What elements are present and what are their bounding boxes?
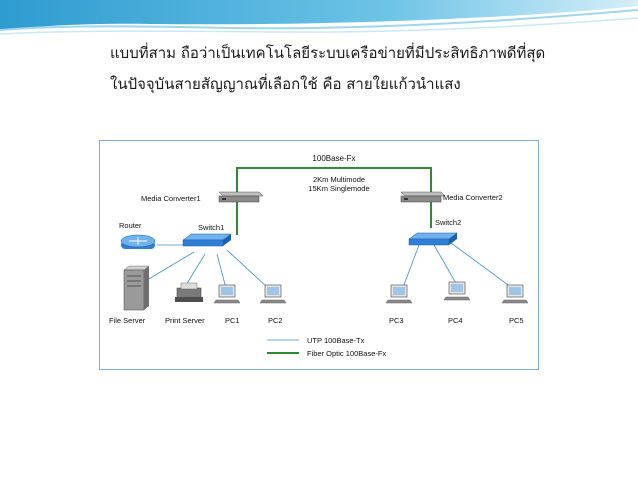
server-icon <box>123 265 150 311</box>
fiber-backbone-line <box>236 167 432 193</box>
router-label: Router <box>119 221 142 230</box>
utp-links-switch2 <box>401 239 516 291</box>
wave-shape <box>0 0 638 30</box>
pc1-label: PC1 <box>225 316 240 325</box>
slide-line-2: ในปัจจุบันสายสัญญาณที่เลือกใช้ คือ สายใย… <box>110 75 461 93</box>
print-server-label: Print Server <box>165 316 205 325</box>
switch-icon <box>182 233 232 247</box>
pc-icon <box>259 284 287 304</box>
media-converter-icon <box>400 191 446 203</box>
slide-line-1: แบบที่สาม ถือว่าเป็นเทคโนโลยีระบบเครือข่… <box>110 44 546 62</box>
diagram-frame <box>99 140 539 370</box>
pc-icon <box>501 284 529 304</box>
pc-icon <box>213 284 241 304</box>
network-diagram: 100Base-Fx 2Km Multimode 15Km Singlemode… <box>99 140 539 370</box>
pc-icon <box>385 284 413 304</box>
printer-icon <box>175 282 203 302</box>
wave-line-2 <box>0 17 638 35</box>
file-server-label: File Server <box>109 316 146 325</box>
header-wave-decoration <box>0 0 638 35</box>
backbone-label: 100Base-Fx <box>312 154 355 163</box>
singlemode-label: 15Km Singlemode <box>308 184 369 193</box>
switch-icon <box>408 232 458 246</box>
legend-utp-label: UTP 100Base-Tx <box>307 336 365 345</box>
switch-1-label: Switch1 <box>198 223 224 232</box>
media-converter-2-label: Media Converter2 <box>443 193 503 202</box>
multimode-label: 2Km Multimode <box>313 175 365 184</box>
slide-body-text: แบบที่สาม ถือว่าเป็นเทคโนโลยีระบบเครือข่… <box>110 38 610 100</box>
pc2-label: PC2 <box>268 316 283 325</box>
media-converter-1-label: Media Converter1 <box>141 194 201 203</box>
router-icon <box>120 234 156 249</box>
pc3-label: PC3 <box>389 316 404 325</box>
switch-2-label: Switch2 <box>435 218 461 227</box>
pc5-label: PC5 <box>509 316 524 325</box>
media-converter-icon <box>218 191 264 203</box>
legend: UTP 100Base-Tx Fiber Optic 100Base-Fx <box>267 336 386 358</box>
pc4-label: PC4 <box>448 316 463 325</box>
pc-icon <box>443 281 471 301</box>
legend-fiber-label: Fiber Optic 100Base-Fx <box>307 349 386 358</box>
wave-line <box>0 9 638 31</box>
